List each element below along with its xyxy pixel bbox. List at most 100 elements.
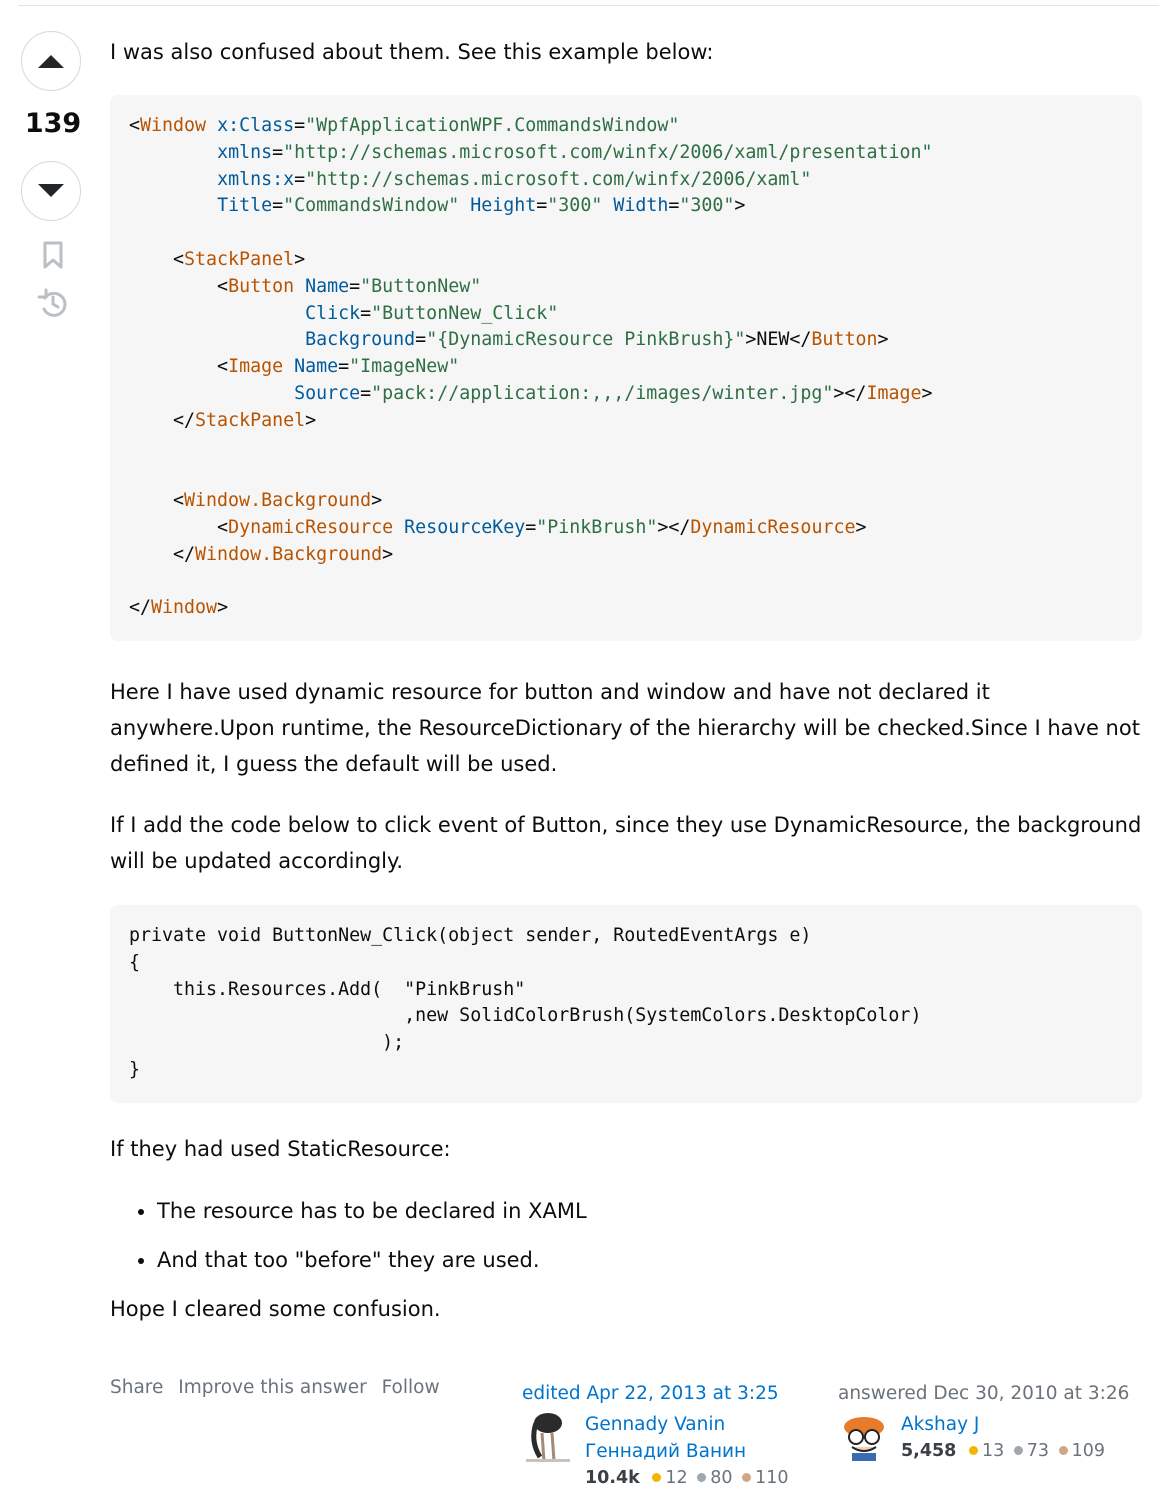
code-token: <: [129, 516, 229, 538]
editor-reputation: 10.4k 12 80 110: [585, 1465, 822, 1491]
code-token: [459, 195, 470, 216]
bookmark-icon[interactable]: [42, 241, 64, 269]
code-token: "{DynamicResource PinkBrush}": [426, 329, 746, 351]
answer-body: I was also confused about them. See this…: [110, 34, 1142, 1327]
bullet-item: And that too "before" they are used.: [157, 1242, 1142, 1278]
follow-link[interactable]: Follow: [381, 1377, 440, 1398]
code-token: >: [217, 597, 229, 619]
code-token: =: [272, 141, 284, 163]
code-token: <: [129, 490, 185, 512]
code-token: Window: [140, 115, 207, 136]
share-link[interactable]: Share: [110, 1377, 164, 1398]
vote-count: 139: [24, 108, 82, 139]
code-token: =: [349, 275, 361, 297]
code-token: =: [272, 195, 284, 217]
code-token: >NEW</: [745, 329, 812, 351]
paragraph-click-event: If I add the code below to click event o…: [110, 813, 1142, 873]
code-token: DynamicResource: [690, 516, 856, 538]
editor-rep-score: 10.4k: [585, 1468, 640, 1488]
code-token: [602, 195, 613, 216]
code-token: "300": [679, 195, 735, 217]
code-token: >: [877, 329, 889, 351]
code-token: =: [525, 516, 537, 538]
post-menu: Share Improve this answer Follow: [110, 1377, 449, 1398]
code-token: Background: [305, 329, 416, 351]
code-token: [283, 356, 294, 377]
author-reputation: 5,458 13 73 109: [901, 1438, 1105, 1464]
code-token: "300": [547, 195, 603, 217]
code-token: Name: [305, 275, 350, 297]
gold-badge-icon: [968, 1446, 978, 1455]
code-token: Window.Background: [195, 543, 383, 565]
answered-timestamp: answered Dec 30, 2010 at 3:26: [838, 1383, 1130, 1404]
code-token: [129, 303, 305, 324]
code-token: "PinkBrush": [536, 516, 658, 538]
code-token: DynamicResource: [228, 516, 394, 538]
silver-badge-icon: [1013, 1446, 1023, 1455]
silver-badge-icon: [697, 1473, 707, 1482]
editor-avatar[interactable]: [522, 1411, 574, 1463]
editor-bronze-count: 110: [755, 1468, 789, 1488]
code-token: Window.Background: [184, 490, 372, 512]
code-token: =: [294, 168, 306, 190]
bullet-item: The resource has to be declared in XAML: [157, 1193, 1142, 1229]
code-token: [129, 142, 217, 163]
author-name[interactable]: Akshay J: [901, 1414, 980, 1435]
author-signature: answered Dec 30, 2010 at 3:26 Akshay J 5…: [838, 1381, 1138, 1464]
improve-answer-link[interactable]: Improve this answer: [178, 1377, 367, 1398]
code-token: Click: [305, 302, 361, 324]
bullet-list: The resource has to be declared in XAML A…: [110, 1193, 1142, 1278]
code-token: Button: [811, 329, 878, 351]
csharp-code-block: private void ButtonNew_Click(object send…: [110, 905, 1142, 1103]
code-token: [129, 169, 217, 190]
code-token: "http://schemas.microsoft.com/winfx/2006…: [305, 168, 812, 190]
code-token: =: [338, 356, 350, 378]
code-token: >: [294, 248, 306, 270]
code-token: [129, 383, 294, 404]
code-token: Image: [866, 382, 922, 404]
xaml-code-block: <Window x:Class="WpfApplicationWPF.Comma…: [110, 95, 1142, 641]
code-token: [206, 115, 217, 136]
code-token: =: [360, 302, 372, 324]
code-token: Button: [228, 275, 295, 297]
code-token: Image: [228, 356, 284, 378]
code-token: "CommandsWindow": [283, 195, 460, 217]
author-avatar[interactable]: [838, 1411, 890, 1463]
code-token: Source: [294, 382, 361, 404]
upvote-icon: [38, 55, 64, 68]
edited-timestamp[interactable]: edited Apr 22, 2013 at 3:25: [522, 1383, 779, 1404]
closing-text: Hope I cleared some confusion.: [110, 1297, 441, 1321]
code-token: >: [921, 382, 933, 404]
bronze-badge-icon: [742, 1473, 752, 1482]
code-token: [129, 329, 305, 350]
top-divider: [18, 5, 1159, 6]
code-token: ResourceKey: [404, 516, 526, 538]
editor-signature: edited Apr 22, 2013 at 3:25 Gennady Vani…: [522, 1381, 822, 1491]
intro-text: I was also confused about them. See this…: [110, 40, 714, 64]
code-token: Title: [217, 195, 273, 217]
editor-silver-count: 80: [710, 1468, 733, 1488]
upvote-button[interactable]: [21, 31, 81, 91]
code-token: StackPanel: [184, 248, 295, 270]
editor-name[interactable]: Gennady Vanin Геннадий Ванин: [585, 1414, 747, 1462]
code-token: <: [129, 275, 229, 297]
history-icon[interactable]: [36, 288, 68, 318]
code-token: ></: [657, 516, 691, 538]
code-token: >: [382, 543, 394, 565]
paragraph-static-resource: If they had used StaticResource:: [110, 1137, 451, 1161]
code-token: [393, 517, 404, 538]
code-token: "ImageNew": [349, 356, 460, 378]
downvote-button[interactable]: [21, 161, 81, 221]
code-token: >: [371, 490, 383, 512]
code-token: </: [129, 543, 196, 565]
code-token: ></: [833, 382, 867, 404]
author-bronze-count: 109: [1071, 1441, 1106, 1461]
author-silver-count: 73: [1026, 1441, 1050, 1461]
gold-badge-icon: [652, 1473, 662, 1482]
code-token: [129, 195, 217, 216]
code-token: =: [360, 382, 372, 404]
vote-cell: 139: [21, 31, 85, 221]
downvote-icon: [38, 184, 64, 197]
code-token: xmlns:x: [217, 168, 295, 190]
code-token: "ButtonNew": [360, 275, 482, 297]
